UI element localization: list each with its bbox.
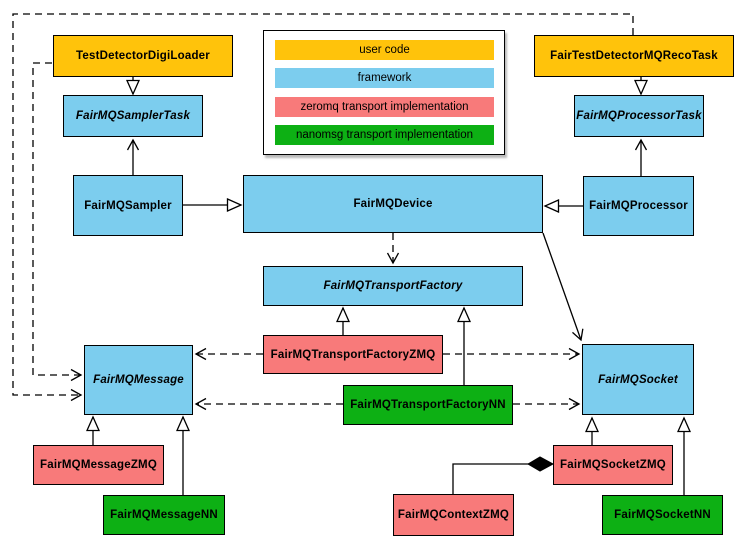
composition-diamond <box>527 456 555 472</box>
edge-device-to-socket <box>542 232 584 342</box>
class-box-fairmqsocketzmq: FairMQSocketZMQ <box>553 445 673 485</box>
class-box-fairmqprocessor: FairMQProcessor <box>583 176 694 236</box>
class-box-fairmqcontextzmq: FairMQContextZMQ <box>393 494 514 536</box>
class-box-fairmqtransportfactorynn: FairMQTransportFactoryNN <box>343 385 513 425</box>
class-box-fairmqprocessortask: FairMQProcessorTask <box>574 95 704 137</box>
edge-digiloader-to-message-dashed <box>32 62 83 382</box>
class-box-fairmqdevice: FairMQDevice <box>243 175 543 233</box>
legend-item-nanomsg: nanomsg transport implementation <box>275 125 494 146</box>
legend-item-user_code: user code <box>275 39 494 60</box>
class-box-fairmqtransportfactory: FairMQTransportFactory <box>263 266 523 306</box>
legend: user code framework zeromq transport imple… <box>263 30 505 155</box>
class-box-fairmqsocket: FairMQSocket <box>582 344 694 415</box>
class-box-testdetectordigiloader: TestDetectorDigiLoader <box>53 35 233 77</box>
edge-contextzmq-to-socketzmq <box>452 463 529 494</box>
edge-recotask-to-message-dashed <box>12 13 634 402</box>
class-box-fairmqmessagezmq: FairMQMessageZMQ <box>33 445 164 485</box>
class-box-fairmqmessage: FairMQMessage <box>84 345 193 415</box>
class-box-fairmqmessagenn: FairMQMessageNN <box>103 495 225 535</box>
class-box-fairmqsamplertask: FairMQSamplerTask <box>63 95 203 137</box>
legend-item-framework: framework <box>275 68 494 89</box>
legend-item-zeromq: zeromq transport implementation <box>275 96 494 117</box>
class-box-fairtestdetectormqrecotask: FairTestDetectorMQRecoTask <box>534 35 734 77</box>
class-box-fairmqtransportfactoryzmq: FairMQTransportFactoryZMQ <box>263 335 443 374</box>
class-box-fairmqsampler: FairMQSampler <box>73 175 183 236</box>
class-box-fairmqsocketnn: FairMQSocketNN <box>602 495 723 535</box>
